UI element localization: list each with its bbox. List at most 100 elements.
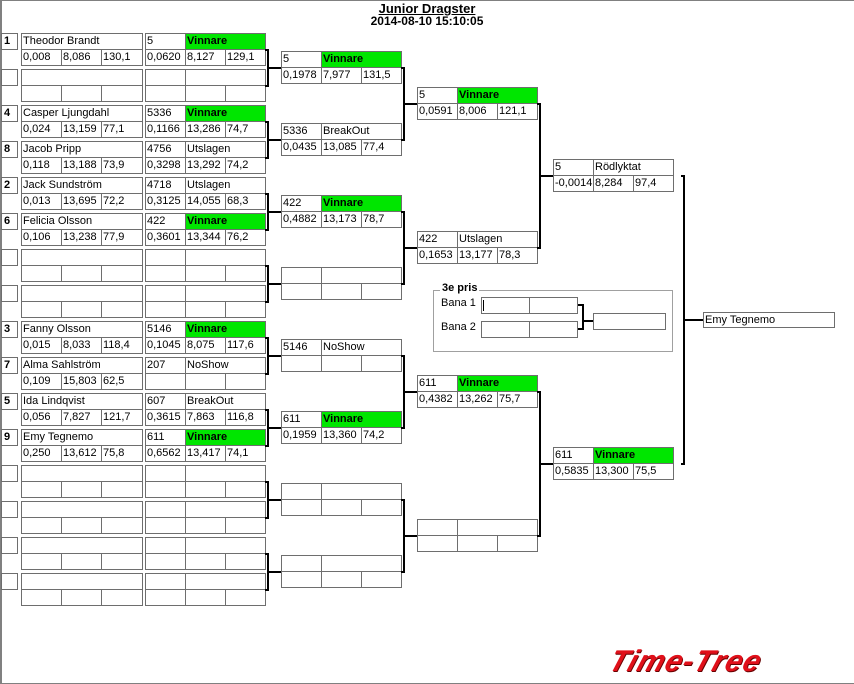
- result-status[interactable]: Vinnare: [185, 33, 266, 50]
- result-status[interactable]: BreakOut: [185, 393, 266, 410]
- driver-name[interactable]: Emy Tegnemo: [21, 429, 143, 446]
- result-status[interactable]: Vinnare: [185, 213, 266, 230]
- speed[interactable]: [497, 535, 538, 552]
- result-status[interactable]: [185, 69, 266, 86]
- reaction-time[interactable]: [281, 355, 322, 372]
- result-status[interactable]: [185, 465, 266, 482]
- elapsed-time[interactable]: 8,033: [61, 337, 102, 354]
- car-number[interactable]: 4756: [145, 141, 186, 158]
- speed[interactable]: 130,1: [101, 49, 143, 66]
- driver-name[interactable]: [21, 249, 143, 266]
- car-number[interactable]: [145, 249, 186, 266]
- elapsed-time[interactable]: [61, 517, 102, 534]
- reaction-time[interactable]: [281, 571, 322, 588]
- reaction-time[interactable]: [281, 499, 322, 516]
- car-number[interactable]: 422: [145, 213, 186, 230]
- speed[interactable]: [101, 553, 143, 570]
- elapsed-time[interactable]: 7,977: [321, 67, 362, 84]
- reaction-time[interactable]: [145, 553, 186, 570]
- car-number[interactable]: 207: [145, 357, 186, 374]
- elapsed-time[interactable]: 7,827: [61, 409, 102, 426]
- lane-2-number-field[interactable]: [481, 321, 530, 338]
- result-status[interactable]: NoShow: [321, 339, 402, 356]
- car-number[interactable]: 5336: [281, 123, 322, 140]
- result-status[interactable]: Vinnare: [321, 51, 402, 68]
- lane-2-result-field[interactable]: [529, 321, 578, 338]
- car-number[interactable]: 422: [281, 195, 322, 212]
- elapsed-time[interactable]: 13,085: [321, 139, 362, 156]
- third-place-result-field[interactable]: [593, 313, 666, 330]
- car-number[interactable]: [145, 573, 186, 590]
- driver-name[interactable]: Fanny Olsson: [21, 321, 143, 338]
- speed[interactable]: 78,3: [497, 247, 538, 264]
- speed[interactable]: [361, 283, 402, 300]
- result-status[interactable]: Vinnare: [321, 195, 402, 212]
- reaction-time[interactable]: [21, 85, 62, 102]
- speed[interactable]: [101, 517, 143, 534]
- speed[interactable]: [225, 265, 266, 282]
- speed[interactable]: 116,8: [225, 409, 266, 426]
- driver-name[interactable]: Felicia Olsson: [21, 213, 143, 230]
- elapsed-time[interactable]: 13,159: [61, 121, 102, 138]
- speed[interactable]: [101, 481, 143, 498]
- elapsed-time[interactable]: 13,292: [185, 157, 226, 174]
- car-number[interactable]: [145, 501, 186, 518]
- speed[interactable]: 75,7: [497, 391, 538, 408]
- elapsed-time[interactable]: [185, 553, 226, 570]
- result-status[interactable]: [457, 519, 538, 536]
- car-number[interactable]: [145, 537, 186, 554]
- elapsed-time[interactable]: 13,238: [61, 229, 102, 246]
- elapsed-time[interactable]: [321, 355, 362, 372]
- result-status[interactable]: Utslagen: [457, 231, 538, 248]
- reaction-time[interactable]: [145, 589, 186, 606]
- elapsed-time[interactable]: [61, 589, 102, 606]
- speed[interactable]: [225, 553, 266, 570]
- elapsed-time[interactable]: 13,612: [61, 445, 102, 462]
- car-number[interactable]: 5146: [281, 339, 322, 356]
- reaction-time[interactable]: [21, 517, 62, 534]
- speed[interactable]: [361, 499, 402, 516]
- speed[interactable]: [101, 265, 143, 282]
- speed[interactable]: 74,2: [361, 427, 402, 444]
- driver-name[interactable]: Alma Sahlström: [21, 357, 143, 374]
- reaction-time[interactable]: [145, 481, 186, 498]
- result-status[interactable]: Vinnare: [457, 87, 538, 104]
- reaction-time[interactable]: 0,1978: [281, 67, 322, 84]
- elapsed-time[interactable]: [185, 85, 226, 102]
- reaction-time[interactable]: 0,1166: [145, 121, 186, 138]
- car-number[interactable]: 4718: [145, 177, 186, 194]
- elapsed-time[interactable]: [185, 265, 226, 282]
- car-number[interactable]: [281, 483, 322, 500]
- elapsed-time[interactable]: [321, 283, 362, 300]
- elapsed-time[interactable]: 8,086: [61, 49, 102, 66]
- car-number[interactable]: 5: [553, 159, 594, 176]
- car-number[interactable]: [145, 465, 186, 482]
- reaction-time[interactable]: 0,1045: [145, 337, 186, 354]
- result-status[interactable]: Utslagen: [185, 177, 266, 194]
- result-status[interactable]: [321, 555, 402, 572]
- elapsed-time[interactable]: 13,173: [321, 211, 362, 228]
- result-status[interactable]: Vinnare: [321, 411, 402, 428]
- reaction-time[interactable]: 0,3615: [145, 409, 186, 426]
- speed[interactable]: 72,2: [101, 193, 143, 210]
- result-status[interactable]: [321, 483, 402, 500]
- speed[interactable]: 97,4: [633, 175, 674, 192]
- speed[interactable]: 78,7: [361, 211, 402, 228]
- elapsed-time[interactable]: [321, 571, 362, 588]
- elapsed-time[interactable]: 13,188: [61, 157, 102, 174]
- driver-name[interactable]: [21, 69, 143, 86]
- reaction-time[interactable]: 0,4382: [417, 391, 458, 408]
- reaction-time[interactable]: [21, 553, 62, 570]
- reaction-time[interactable]: 0,3125: [145, 193, 186, 210]
- reaction-time[interactable]: [145, 265, 186, 282]
- reaction-time[interactable]: [21, 481, 62, 498]
- speed[interactable]: 74,2: [225, 157, 266, 174]
- reaction-time[interactable]: 0,0435: [281, 139, 322, 156]
- speed[interactable]: 121,1: [497, 103, 538, 120]
- elapsed-time[interactable]: 13,300: [593, 463, 634, 480]
- elapsed-time[interactable]: [185, 373, 226, 390]
- reaction-time[interactable]: -0,0014: [553, 175, 594, 192]
- reaction-time[interactable]: [145, 301, 186, 318]
- reaction-time[interactable]: 0,0591: [417, 103, 458, 120]
- reaction-time[interactable]: [145, 517, 186, 534]
